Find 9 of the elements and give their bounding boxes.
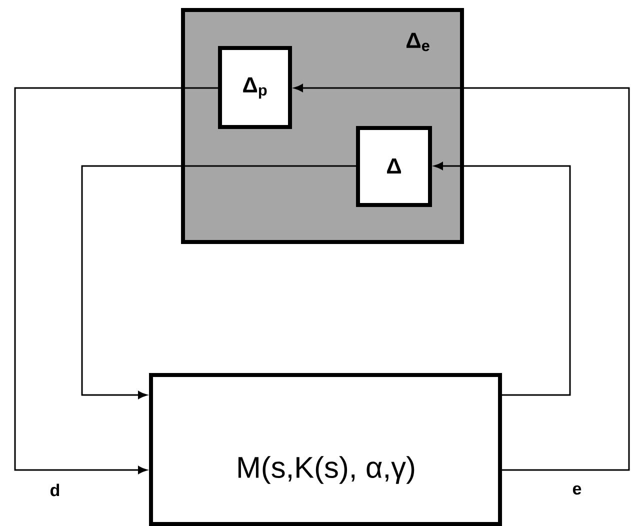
edge-label: d bbox=[48, 482, 62, 498]
block-box: Δ bbox=[356, 126, 432, 207]
edge-label: e bbox=[571, 484, 583, 496]
block-box: Δ$_{p}$ bbox=[218, 46, 292, 129]
arrow bbox=[434, 162, 571, 396]
arrow bbox=[294, 84, 630, 471]
arrow bbox=[14, 87, 218, 474]
arrow bbox=[81, 165, 356, 399]
system-box: M(s,K(s), α,γ) bbox=[149, 373, 502, 526]
